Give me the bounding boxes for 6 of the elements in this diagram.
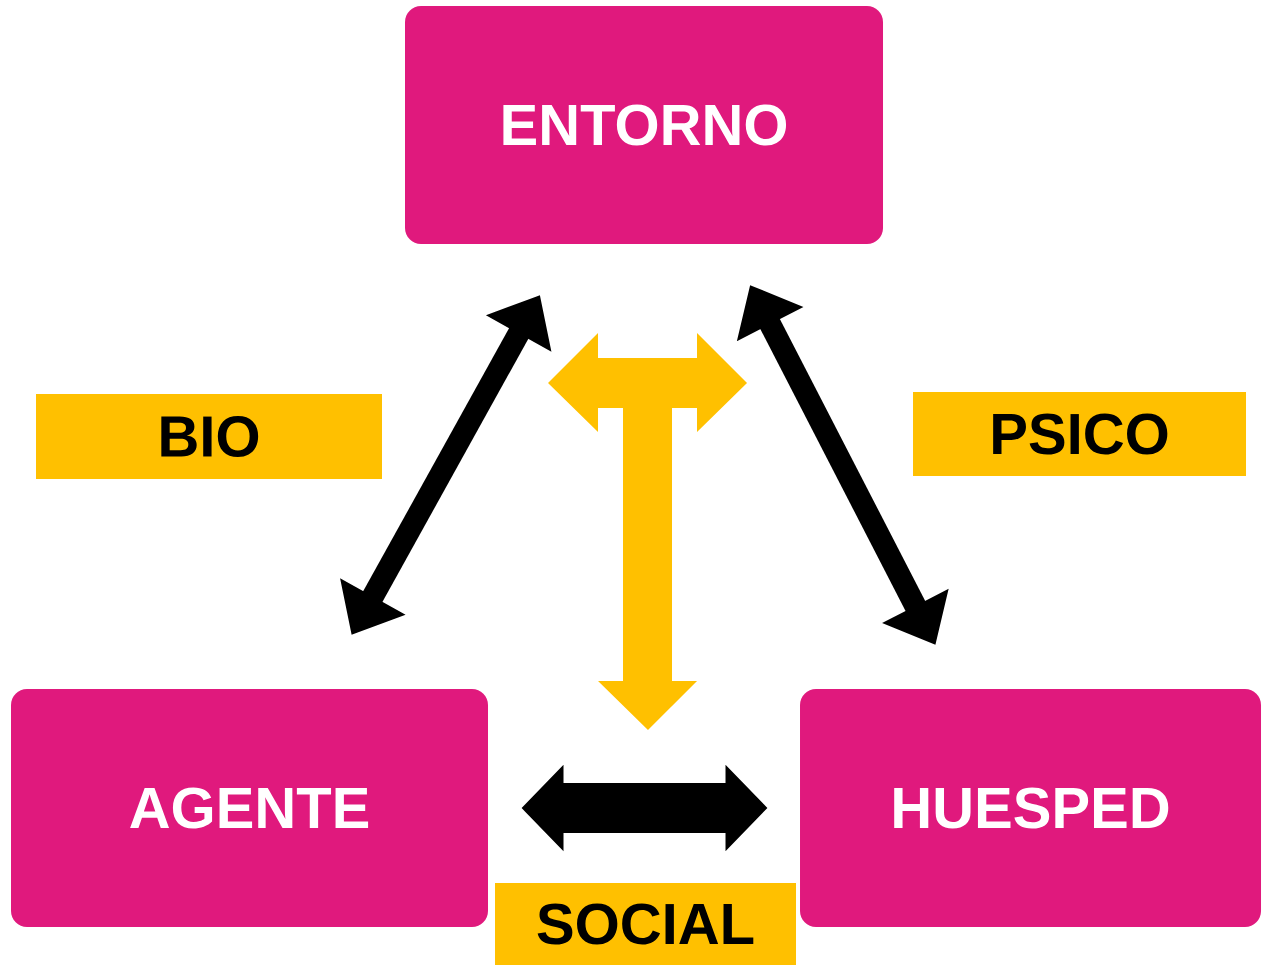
label-box: SOCIAL: [495, 883, 796, 965]
entity-box: AGENTE: [11, 689, 488, 927]
label-box: PSICO: [913, 392, 1246, 476]
entity-box: HUESPED: [800, 689, 1261, 927]
entity-box: ENTORNO: [405, 6, 883, 244]
label-box: BIO: [36, 394, 382, 479]
